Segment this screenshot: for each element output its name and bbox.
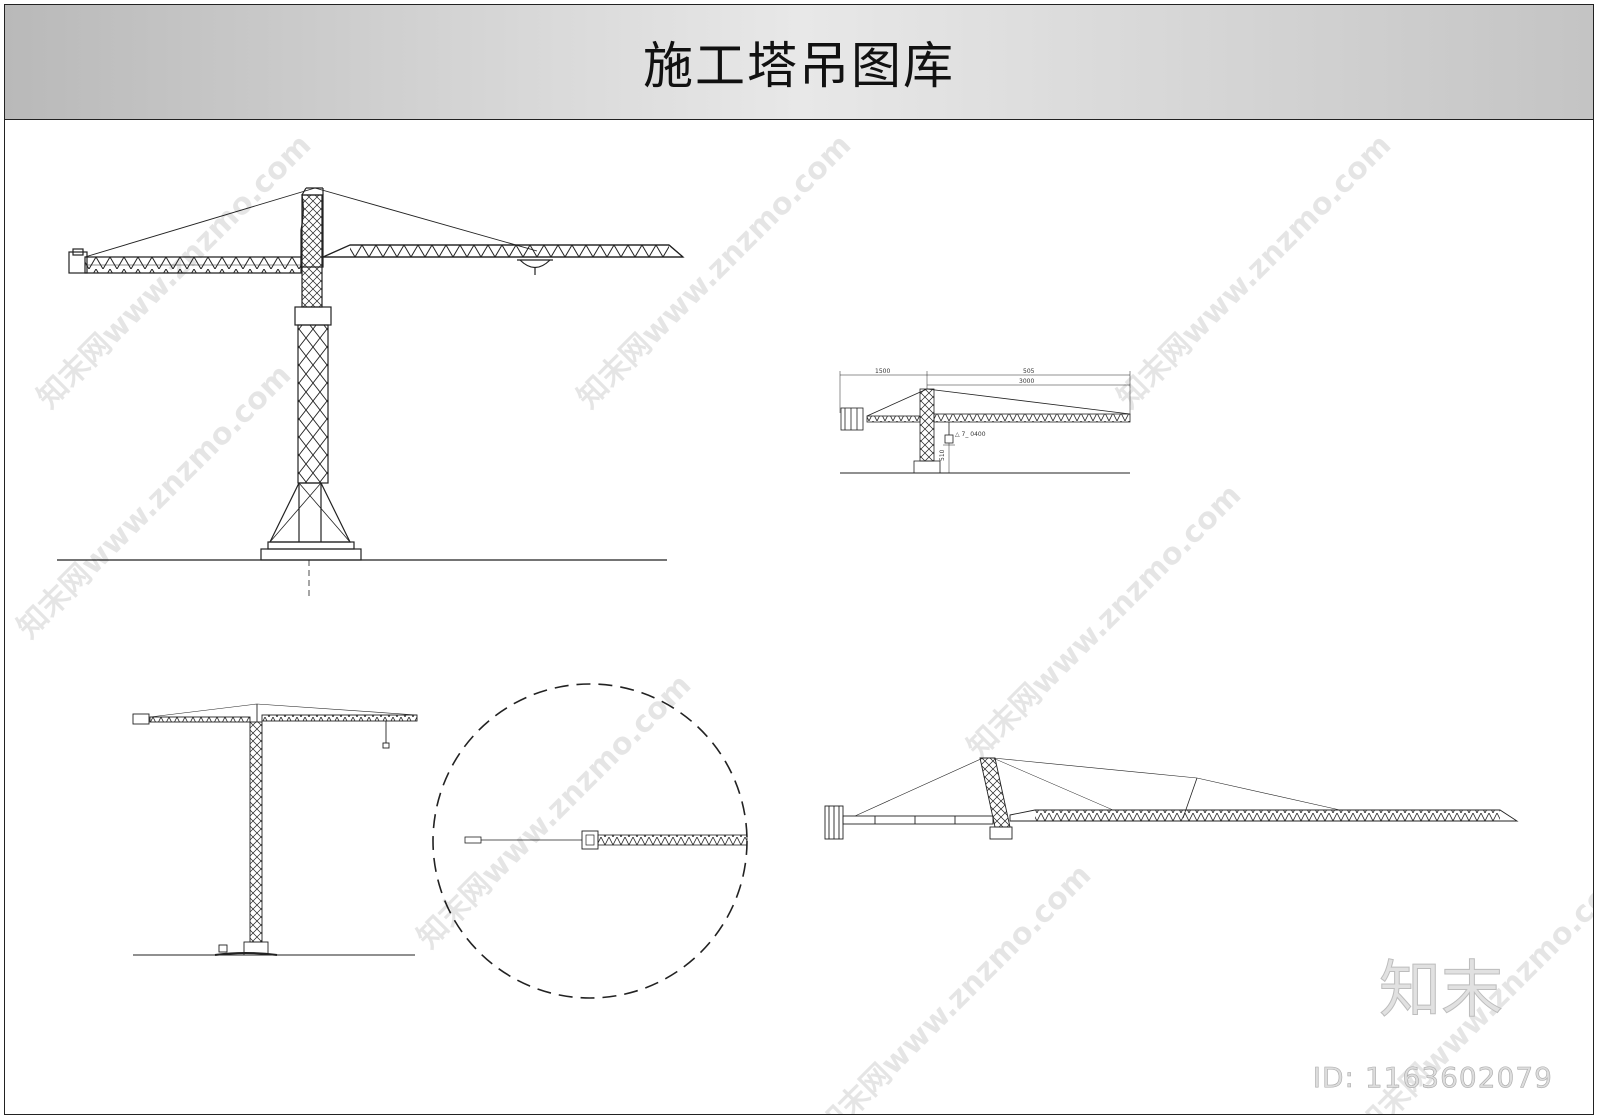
drawing-sheet: 施工塔吊图库 xyxy=(4,4,1594,1115)
brand-logo-text: 知末 xyxy=(1378,953,1503,1027)
crane-plan-view xyxy=(432,683,748,999)
dim-right-span-inner: 3000 xyxy=(1019,378,1034,385)
crane-drawings: 1500 505 3000 △ 7_ 0400 510 xyxy=(57,187,1519,999)
crane-elevation-large xyxy=(57,187,685,600)
dim-height: 510 xyxy=(939,449,946,461)
crane-elevation-tall xyxy=(132,703,418,956)
dim-left-span: 1500 xyxy=(875,368,890,375)
page-title: 施工塔吊图库 xyxy=(643,37,955,95)
image-id: ID: 1163602079 xyxy=(1312,1061,1553,1095)
dim-right-span-top: 505 xyxy=(1023,368,1035,375)
crane-elevation-long-jib xyxy=(824,757,1519,840)
crane-elevation-dimensioned: 1500 505 3000 △ 7_ 0400 510 xyxy=(839,368,1131,474)
hook-label: △ 7_ 0400 xyxy=(955,431,986,438)
title-bar: 施工塔吊图库 xyxy=(5,5,1593,120)
